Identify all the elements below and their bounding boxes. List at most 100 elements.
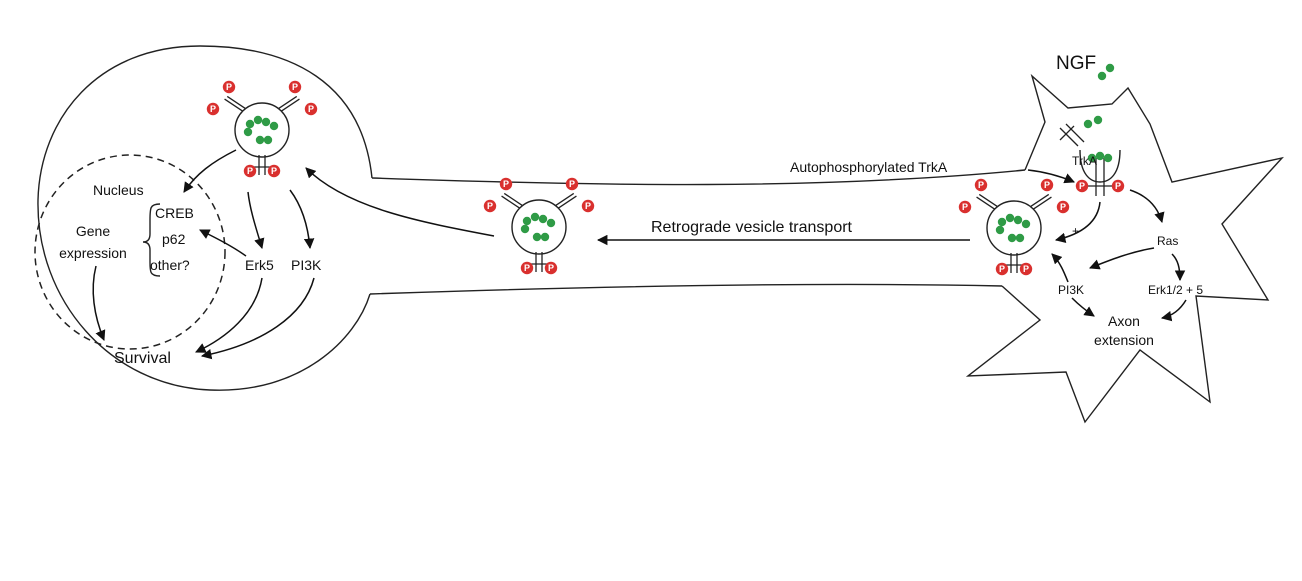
ngf-dot [1021, 219, 1031, 229]
phospho-badge-label: P [1044, 180, 1050, 190]
terminal-pi3k-label: PI3K [1058, 283, 1084, 297]
receptor-ul-1 [978, 193, 998, 207]
phospho-badge-label: P [1115, 181, 1121, 191]
ngf-dot [253, 115, 263, 125]
plus-label: + [1072, 224, 1079, 238]
ngf-dot [540, 232, 550, 242]
phospho-badge-label: P [1023, 264, 1029, 274]
soma-outline [37, 45, 373, 391]
phospho-badge-label: P [210, 104, 216, 114]
arrow-terminal-receptor-to-ras [1129, 189, 1165, 224]
receptor-ul-0 [976, 196, 995, 210]
nucleus-label: Nucleus [93, 182, 144, 198]
phospho-badge [1019, 262, 1033, 276]
phospho-badge [958, 200, 972, 214]
arrow-pi3k-to-survival [200, 277, 315, 360]
phospho-badge [222, 80, 236, 94]
receptor-ur-1 [555, 192, 575, 206]
phospho-badge-label: P [271, 166, 277, 176]
terminal-erk-label: Erk1/2 + 5 [1148, 283, 1203, 297]
retrograde-transport-label: Retrograde vesicle transport [651, 219, 853, 236]
ngf-dot [1103, 153, 1113, 163]
arrow-soma-vesicle-to-pi3k [289, 189, 315, 250]
ngf-dot [1015, 233, 1025, 243]
phospho-badge-label: P [978, 180, 984, 190]
free-trka-a [1059, 127, 1079, 147]
phospho-badge-label: P [548, 263, 554, 273]
receptor-ur-1 [278, 95, 298, 109]
survival-label: Survival [114, 350, 171, 367]
terminal-endocytic-pit [1079, 149, 1121, 183]
phospho-badge-label: P [585, 201, 591, 211]
nucleus-outline [34, 154, 226, 350]
ngf-dot [1083, 119, 1093, 129]
phospho-badge [499, 177, 513, 191]
arrow-ras-to-erk [1171, 253, 1186, 282]
receptor-ur-0 [1033, 196, 1052, 210]
phospho-badge [581, 199, 595, 213]
ngf-dot [1093, 115, 1103, 125]
ngf-dot [1007, 233, 1017, 243]
ngf-dot [1005, 213, 1015, 223]
phospho-badge-label: P [292, 82, 298, 92]
receptor-ul-1 [226, 95, 246, 109]
other-label: other? [150, 257, 190, 273]
ngf-dot [1095, 151, 1105, 161]
ngf-dot [245, 119, 255, 129]
gene-expression-label-line2: expression [59, 245, 127, 261]
phospho-badge [288, 80, 302, 94]
ngf-dot [255, 135, 265, 145]
phospho-badge [206, 102, 220, 116]
ngf-dot [1097, 71, 1107, 81]
phospho-badge-label: P [962, 202, 968, 212]
autophosphorylated-trka-label: Autophosphorylated TrkA [790, 159, 948, 175]
ngf-ligands [243, 63, 1115, 243]
arrow-erk-to-axon-extension [1160, 299, 1187, 322]
soma-vesicle [234, 102, 290, 158]
ngf-dot [997, 217, 1007, 227]
receptor-ul-0 [501, 195, 520, 209]
gene-expression-label-line1: Gene [76, 223, 110, 239]
arrow-soma-vesicle-to-erk5 [247, 191, 265, 250]
nucleus-brace [142, 203, 161, 277]
ngf-dot [532, 232, 542, 242]
phospho-badge [565, 177, 579, 191]
phospho-badge-label: P [247, 166, 253, 176]
arrow-soma-vesicle-to-nucleus [183, 149, 237, 193]
ngf-dot [995, 225, 1005, 235]
axon-lower-membrane [369, 283, 1003, 295]
axon-upper-membrane [371, 169, 1026, 186]
phospho-badge [483, 199, 497, 213]
ngf-dot [1013, 215, 1023, 225]
free-trka-c [1059, 125, 1075, 141]
phospho-badge [1056, 200, 1070, 214]
ras-label: Ras [1157, 234, 1178, 248]
phospho-badge [243, 164, 257, 178]
arrow-autophosphorylated-label [1027, 169, 1075, 184]
ngf-label: NGF [1056, 53, 1096, 74]
arrow-gene-expression-to-survival [92, 265, 106, 341]
erk5-label: Erk5 [245, 257, 274, 273]
creb-label: CREB [155, 205, 194, 221]
axon-extension-label-line1: Axon [1108, 313, 1140, 329]
phospho-badge-label: P [569, 179, 575, 189]
ngf-dot [530, 212, 540, 222]
ngf-dot [538, 214, 548, 224]
free-trka-b [1065, 123, 1085, 143]
phospho-badge [995, 262, 1009, 276]
soma-pi3k-label: PI3K [291, 257, 322, 273]
terminal-vesicle [986, 200, 1042, 256]
phospho-badge [1111, 179, 1125, 193]
receptor-ur-0 [281, 98, 300, 112]
axon-terminal-outline [965, 73, 1284, 424]
axon-vesicle [511, 199, 567, 255]
phospho-badge [1075, 179, 1089, 193]
axon-extension-label-line2: extension [1094, 332, 1154, 348]
phospho-badge-label: P [503, 179, 509, 189]
receptor-ur-1 [1030, 193, 1050, 207]
phospho-badge-label: P [487, 201, 493, 211]
arrow-terminal-receptor-to-vesicle [1054, 201, 1101, 243]
p62-label: p62 [162, 231, 186, 247]
